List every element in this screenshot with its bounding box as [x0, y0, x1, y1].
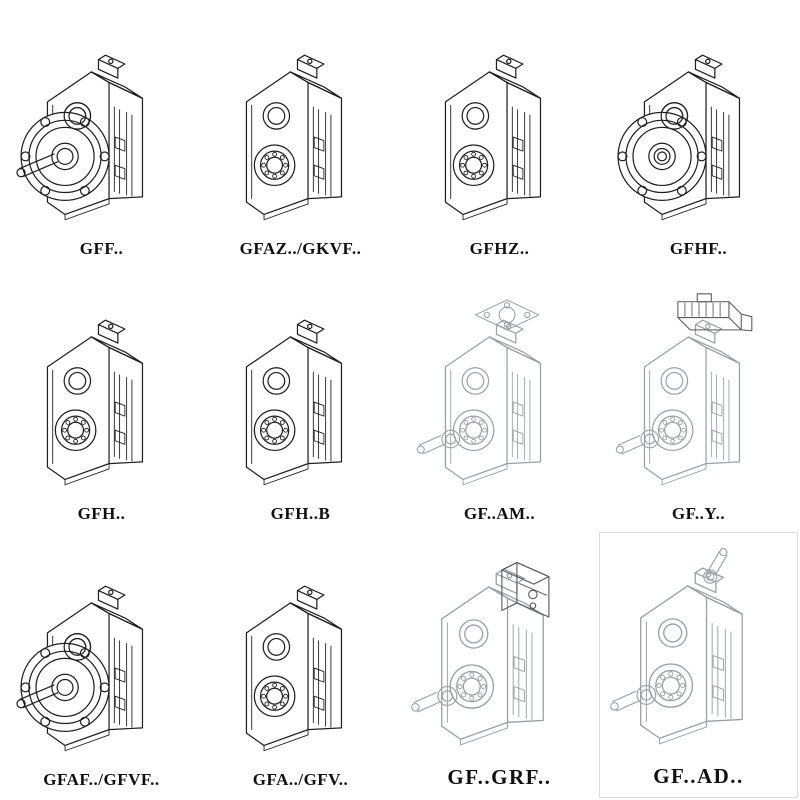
gearbox-motor-flange-drawing — [412, 289, 588, 501]
model-label: GFH.. — [77, 504, 126, 523]
model-label: GFA../GFV.. — [252, 770, 349, 789]
catalog-cell-gfaf-gfvf: GFAF../GFVF.. — [2, 532, 201, 798]
gearbox-with-motor-drawing — [611, 289, 787, 501]
gearbox-shaft-mounted-drawing — [213, 24, 389, 236]
model-label: GFF.. — [79, 239, 124, 258]
model-label: GFH..B — [270, 504, 331, 523]
model-label: GFHF.. — [669, 239, 728, 258]
catalog-cell-gf-y: GF..Y.. — [599, 267, 798, 532]
model-label: GF..AD.. — [653, 764, 744, 788]
gearbox-flange-shaft-drawing — [14, 24, 190, 236]
gearbox-shaft-mounted-drawing — [213, 289, 389, 501]
catalog-cell-gfaz-gkvf: GFAZ../GKVF.. — [201, 2, 400, 267]
catalog-cell-gf-am: GF..AM.. — [400, 267, 599, 532]
model-label: GFAZ../GKVF.. — [239, 239, 362, 258]
catalog-cell-gf-grf: GF..GRF.. — [400, 532, 599, 798]
catalog-cell-gfh: GFH.. — [2, 267, 201, 532]
gearbox-flange-hollow-drawing — [611, 24, 787, 236]
model-label: GF..AM.. — [463, 504, 536, 523]
catalog-cell-gf-ad: GF..AD.. — [599, 532, 798, 798]
gearbox-shaft-mounted-drawing — [412, 24, 588, 236]
model-label: GF..GRF.. — [447, 765, 552, 789]
gearbox-adapter-box-drawing — [406, 536, 594, 762]
model-label: GFAF../GFVF.. — [43, 770, 160, 789]
model-label: GFHZ.. — [469, 239, 530, 258]
catalog-cell-gfa-gfv: GFA../GFV.. — [201, 532, 400, 798]
gearbox-flange-shaft-drawing — [14, 555, 190, 767]
model-label: GF..Y.. — [671, 504, 726, 523]
gearbox-shaft-mounted-drawing — [213, 555, 389, 767]
catalog-cell-gfhz: GFHZ.. — [400, 2, 599, 267]
gearbox-input-shaft-drawing — [605, 535, 793, 761]
gearbox-shaft-mounted-drawing — [14, 289, 190, 501]
catalog-cell-gfhf: GFHF.. — [599, 2, 798, 267]
catalog-cell-gfh-b: GFH..B — [201, 267, 400, 532]
catalog-cell-gff: GFF.. — [2, 2, 201, 267]
